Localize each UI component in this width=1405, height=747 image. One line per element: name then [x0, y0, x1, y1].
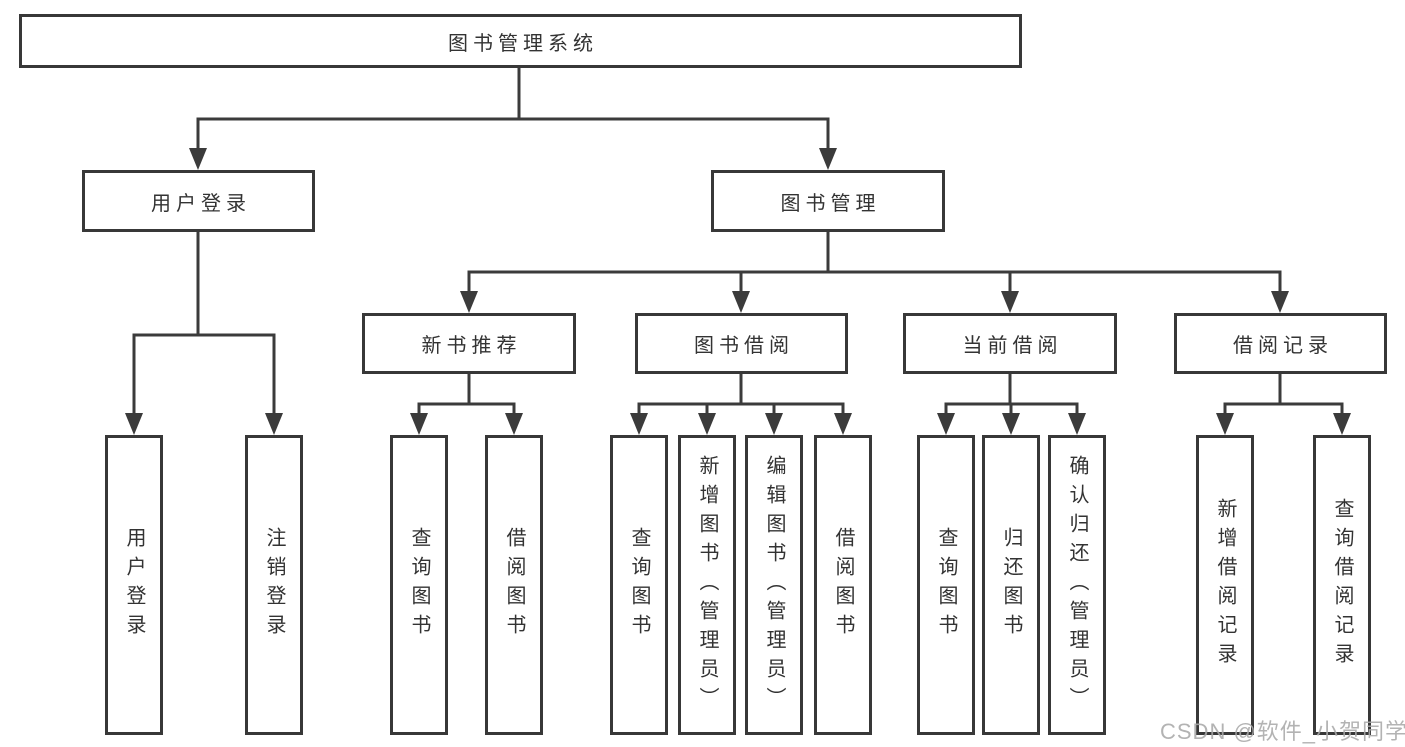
leaf-user-login-label: 用户登录 — [123, 527, 145, 643]
leaf-record-query: 查询借阅记录 — [1313, 435, 1371, 735]
leaf-borrow-query-book-label: 查询图书 — [628, 527, 650, 643]
leaf-current-query-book: 查询图书 — [917, 435, 975, 735]
node-user-login-label: 用户登录 — [151, 192, 251, 215]
node-book-borrow-label: 图书借阅 — [694, 335, 794, 357]
leaf-borrow-edit-book-label: 编辑图书（管理员） — [763, 454, 785, 716]
node-root: 图书管理系统 — [19, 14, 1022, 68]
node-user-login: 用户登录 — [82, 170, 315, 232]
node-book-borrow: 图书借阅 — [635, 313, 848, 374]
node-borrow-record-label: 借阅记录 — [1233, 335, 1333, 357]
leaf-current-confirm-return: 确认归还（管理员） — [1048, 435, 1106, 735]
leaf-borrow-edit-book: 编辑图书（管理员） — [745, 435, 803, 735]
node-new-book-recommend-label: 新书推荐 — [421, 335, 522, 357]
leaf-user-login: 用户登录 — [105, 435, 163, 735]
node-root-label: 图书管理系统 — [448, 32, 598, 55]
leaf-logout: 注销登录 — [245, 435, 303, 735]
leaf-recommend-borrow-book: 借阅图书 — [485, 435, 543, 735]
leaf-recommend-query-book: 查询图书 — [390, 435, 448, 735]
leaf-recommend-borrow-book-label: 借阅图书 — [503, 527, 525, 643]
leaf-borrow-add-book-label: 新增图书（管理员） — [696, 454, 718, 716]
node-current-borrow: 当前借阅 — [903, 313, 1117, 374]
leaf-current-confirm-return-label: 确认归还（管理员） — [1066, 454, 1088, 716]
leaf-current-return-book: 归还图书 — [982, 435, 1040, 735]
leaf-record-add: 新增借阅记录 — [1196, 435, 1254, 735]
leaf-record-query-label: 查询借阅记录 — [1331, 498, 1353, 672]
node-book-management-label: 图书管理 — [780, 192, 881, 215]
leaf-record-add-label: 新增借阅记录 — [1214, 498, 1236, 672]
node-current-borrow-label: 当前借阅 — [962, 335, 1063, 357]
csdn-watermark: CSDN @软件_小贺同学 — [1160, 719, 1405, 744]
leaf-current-query-book-label: 查询图书 — [935, 527, 957, 643]
node-new-book-recommend: 新书推荐 — [362, 313, 576, 374]
leaf-recommend-query-book-label: 查询图书 — [408, 527, 430, 643]
node-borrow-record: 借阅记录 — [1174, 313, 1387, 374]
node-book-management: 图书管理 — [711, 170, 945, 232]
leaf-logout-label: 注销登录 — [263, 527, 285, 643]
leaf-current-return-book-label: 归还图书 — [1000, 527, 1022, 643]
leaf-borrow-borrow-book-label: 借阅图书 — [832, 527, 854, 643]
leaf-borrow-query-book: 查询图书 — [610, 435, 668, 735]
leaf-borrow-add-book: 新增图书（管理员） — [678, 435, 736, 735]
leaf-borrow-borrow-book: 借阅图书 — [814, 435, 872, 735]
